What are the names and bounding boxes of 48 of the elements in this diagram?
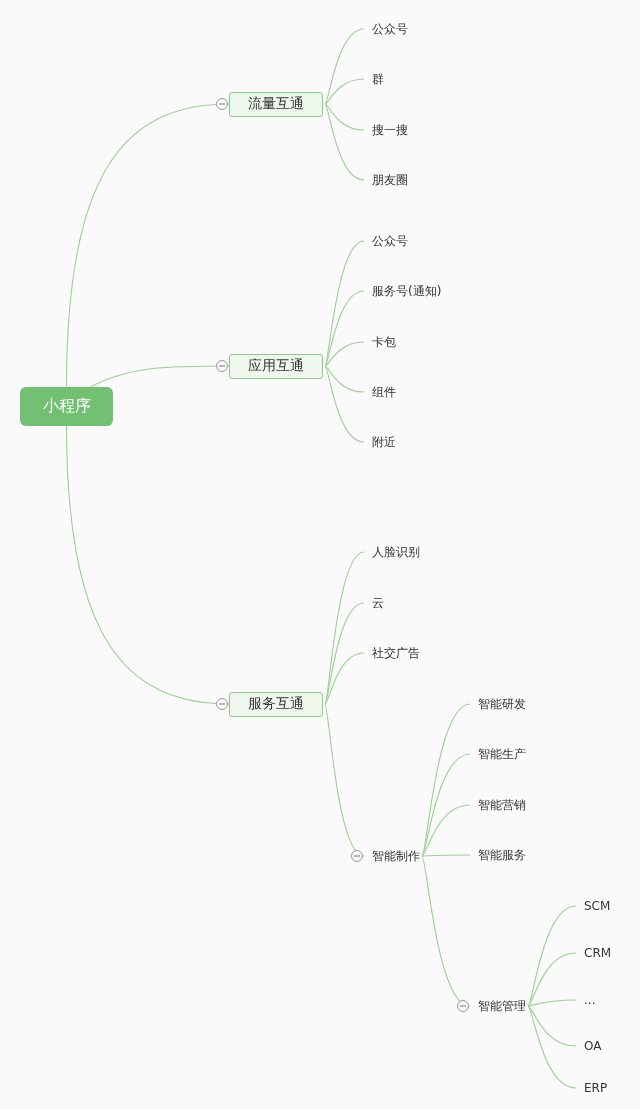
branch-line xyxy=(324,290,365,367)
subtopic-label: 社交广告 xyxy=(364,644,420,662)
topic-box: 应用互通 xyxy=(229,353,323,379)
subtopic-label: 智能管理 xyxy=(470,997,526,1015)
subtopic-label: 人脸识别 xyxy=(364,543,420,561)
subtopic-label: 朋友圈 xyxy=(364,171,408,189)
subtopic-label: SCM xyxy=(576,897,611,915)
subtopic-label: CRM xyxy=(576,944,612,962)
branch-line xyxy=(527,1005,577,1089)
subtopic-label: 附近 xyxy=(364,433,396,451)
branch-line xyxy=(421,855,471,1007)
subtopic-label: 智能服务 xyxy=(470,846,526,864)
topic-box: 服务互通 xyxy=(229,691,323,717)
branch-line xyxy=(527,952,577,1007)
subtopic-label: 智能生产 xyxy=(470,745,526,763)
branch-line xyxy=(324,103,365,181)
branch-line xyxy=(324,551,365,705)
subtopic-label: OA xyxy=(576,1037,602,1055)
branch-line xyxy=(324,78,365,105)
subtopic-label: 公众号 xyxy=(364,232,408,250)
branch-line xyxy=(421,804,471,857)
branch-line xyxy=(324,365,365,443)
subtopic-label: 服务号(通知) xyxy=(364,282,442,300)
subtopic-label: 智能制作 xyxy=(364,847,420,865)
branch-line xyxy=(324,602,365,705)
topic-box: 流量互通 xyxy=(229,91,323,117)
subtopic-label: 智能营销 xyxy=(470,796,526,814)
subtopic-label: 卡包 xyxy=(364,333,396,351)
branch-line xyxy=(324,103,365,131)
subtopic-label: ERP xyxy=(576,1079,608,1097)
root-topic: 小程序 xyxy=(20,386,113,426)
subtopic-label: 公众号 xyxy=(364,20,408,38)
subtopic-label: 智能研发 xyxy=(470,695,526,713)
branch-line xyxy=(421,753,471,857)
branch-line xyxy=(324,28,365,105)
subtopic-label: 搜一搜 xyxy=(364,121,408,139)
branch-line xyxy=(527,999,577,1007)
subtopic-label: 群 xyxy=(364,70,384,88)
branch-line xyxy=(324,652,365,705)
subtopic-label: 云 xyxy=(364,594,384,612)
subtopic-label: 组件 xyxy=(364,383,396,401)
subtopic-label: ... xyxy=(576,991,596,1009)
branch-line xyxy=(324,341,365,367)
branch-line xyxy=(421,854,471,857)
branch-line xyxy=(527,905,577,1007)
branch-line xyxy=(324,365,365,393)
branch-line xyxy=(527,1005,577,1047)
branch-line xyxy=(324,703,365,857)
